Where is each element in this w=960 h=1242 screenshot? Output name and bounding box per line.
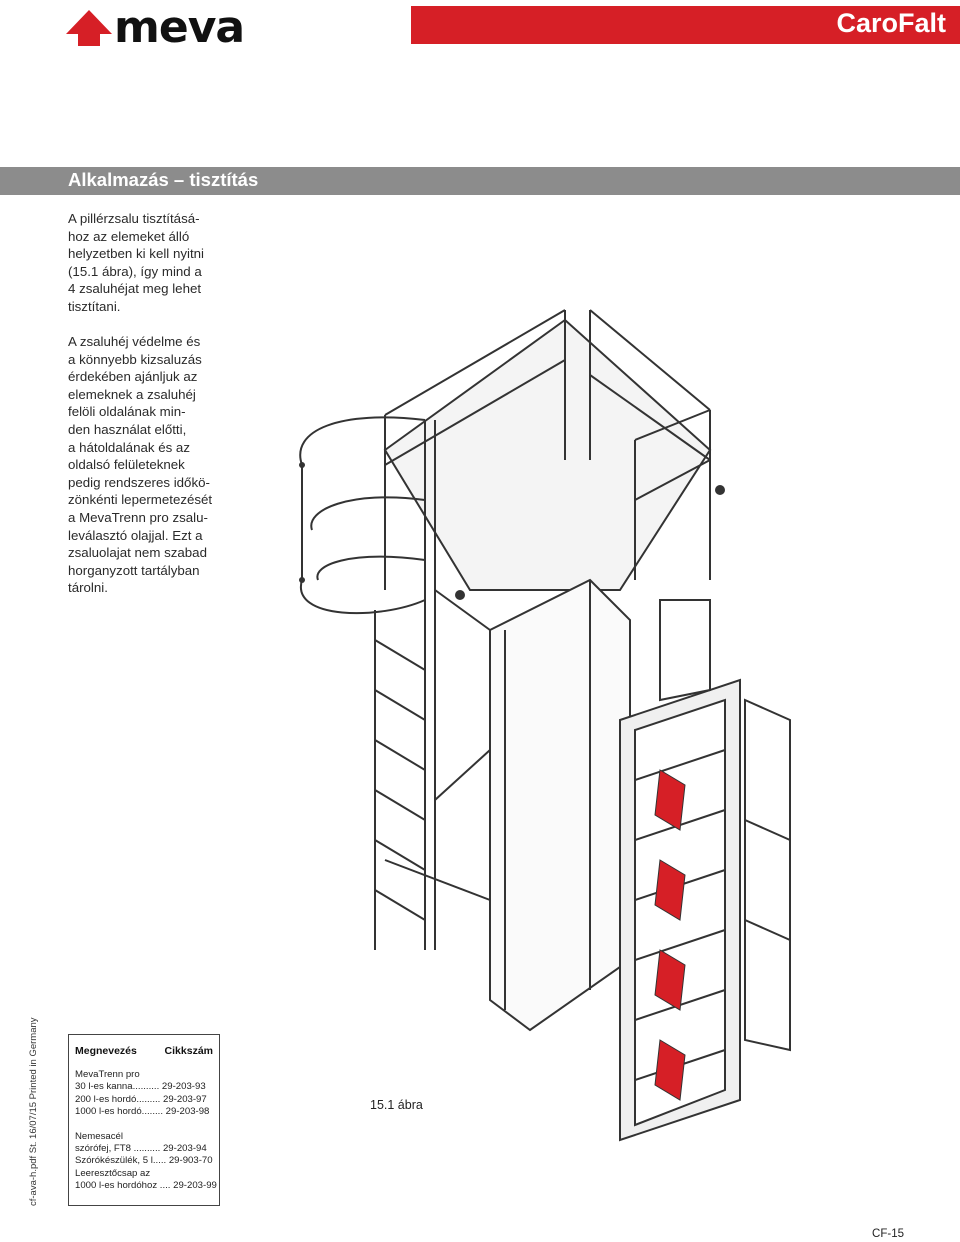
- parts-table: Megnevezés Cikkszám MevaTrenn pro 30 l-e…: [68, 1034, 220, 1206]
- brand-name: CaroFalt: [836, 8, 946, 38]
- col-name: Megnevezés: [75, 1045, 137, 1057]
- section-title: Alkalmazás – tisztítás: [68, 169, 259, 190]
- paragraph-2: A zsaluhéj védelme és a könnyebb kizsalu…: [68, 334, 213, 596]
- figure-caption: 15.1 ábra: [370, 1098, 423, 1112]
- list-item: MevaTrenn pro: [75, 1069, 140, 1080]
- page-number: CF-15: [872, 1228, 904, 1240]
- brand-bar: CaroFalt: [411, 6, 960, 44]
- list-item: 1000 l-es hordóhoz .... 29-203-99: [75, 1180, 217, 1192]
- paragraph-1: A pillérzsalu tisztításá- hoz az elemeke…: [68, 211, 204, 314]
- meva-logo: meva: [66, 2, 286, 53]
- side-note: cf-ava-h.pdf St. 16/07/15 Printed in Ger…: [28, 1017, 39, 1206]
- list-item: 200 l-es hordó......... 29-203-97: [75, 1093, 207, 1105]
- list-item: szórófej, FT8 .......... 29-203-94: [75, 1143, 207, 1155]
- list-item: Leeresztőcsap az: [75, 1167, 151, 1179]
- meva-logo-icon: [66, 10, 112, 46]
- list-item: 30 l-es kanna.......... 29-203-93: [75, 1081, 206, 1093]
- list-spacer: [75, 1119, 217, 1131]
- scaffold-illustration: [299, 309, 791, 1142]
- col-code: Cikkszám: [164, 1045, 213, 1057]
- parts-table-header: Megnevezés Cikkszám: [75, 1045, 213, 1057]
- parts-list: MevaTrenn pro 30 l-es kanna.......... 29…: [75, 1069, 217, 1193]
- logo-text: meva: [114, 2, 245, 53]
- list-item: Nemesacél: [75, 1130, 123, 1142]
- list-item: 1000 l-es hordó........ 29-203-98: [75, 1106, 210, 1118]
- section-bar: Alkalmazás – tisztítás: [0, 167, 960, 195]
- list-item: Szórókészülék, 5 l..... 29-903-70: [75, 1155, 213, 1167]
